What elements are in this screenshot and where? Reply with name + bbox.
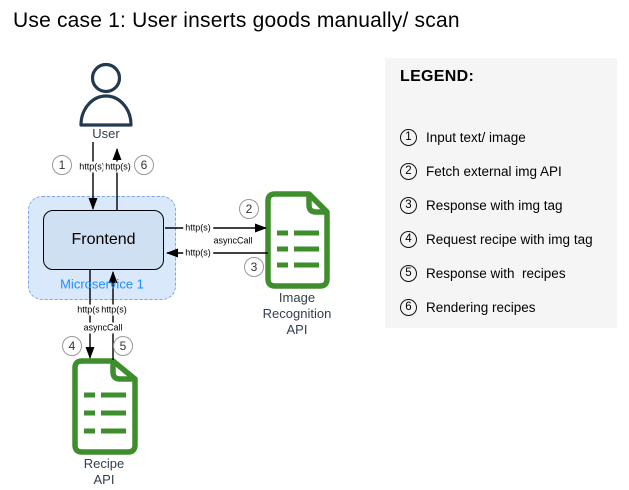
legend-title: LEGEND: bbox=[400, 68, 475, 85]
legend-text-4: Request recipe with img tag bbox=[426, 231, 593, 247]
edge-label-image-async-call: asyncCall bbox=[211, 235, 255, 247]
edge-label-recipe-to-frontend: http(s) bbox=[99, 304, 129, 316]
step-marker-4: 4 bbox=[62, 336, 82, 356]
user-label: User bbox=[92, 126, 120, 141]
legend-item-6: 6 Rendering recipes bbox=[400, 297, 536, 317]
image-api-icon bbox=[265, 191, 330, 289]
legend-item-1: 1 Input text/ image bbox=[400, 127, 526, 147]
legend-text-3: Response with img tag bbox=[426, 197, 563, 213]
edge-label-frontend-to-image: http(s) bbox=[183, 222, 213, 234]
step-marker-3: 3 bbox=[244, 257, 264, 277]
edge-label-frontend-to-user: http(s) bbox=[103, 161, 133, 173]
image-api-label: Image Recognition API bbox=[262, 290, 332, 337]
legend-item-3: 3 Response with img tag bbox=[400, 195, 563, 215]
frontend-node: Frontend bbox=[43, 210, 164, 270]
legend-num-4: 4 bbox=[400, 230, 417, 248]
legend-item-4: 4 Request recipe with img tag bbox=[400, 229, 593, 249]
page-title: Use case 1: User inserts goods manually/… bbox=[13, 9, 460, 32]
legend-item-5: 5 Response with recipes bbox=[400, 263, 566, 283]
legend-item-2: 2 Fetch external img API bbox=[400, 161, 562, 181]
edge-label-user-to-frontend: http(s) bbox=[77, 161, 107, 173]
step-marker-6: 6 bbox=[134, 155, 154, 175]
frontend-label: Frontend bbox=[71, 231, 136, 248]
recipe-api-icon bbox=[72, 358, 138, 455]
legend-panel bbox=[385, 58, 617, 328]
legend-num-1: 1 bbox=[400, 128, 417, 146]
legend-num-5: 5 bbox=[400, 264, 417, 282]
edge-label-recipe-async-call: asyncCall bbox=[81, 322, 125, 334]
legend-num-6: 6 bbox=[400, 298, 417, 316]
legend-text-6: Rendering recipes bbox=[426, 299, 536, 315]
edge-label-image-to-frontend: http(s) bbox=[183, 247, 213, 259]
step-marker-1: 1 bbox=[52, 155, 72, 175]
step-marker-5: 5 bbox=[113, 336, 133, 356]
legend-text-1: Input text/ image bbox=[426, 129, 526, 145]
legend-text-2: Fetch external img API bbox=[426, 163, 562, 179]
legend-num-2: 2 bbox=[400, 162, 417, 180]
legend-text-5: Response with recipes bbox=[426, 265, 566, 281]
user-icon bbox=[79, 62, 133, 127]
microservice-label: Microservice 1 bbox=[60, 276, 144, 292]
step-marker-2: 2 bbox=[239, 199, 259, 219]
recipe-api-label: Recipe API bbox=[83, 456, 125, 487]
legend-num-3: 3 bbox=[400, 196, 417, 214]
